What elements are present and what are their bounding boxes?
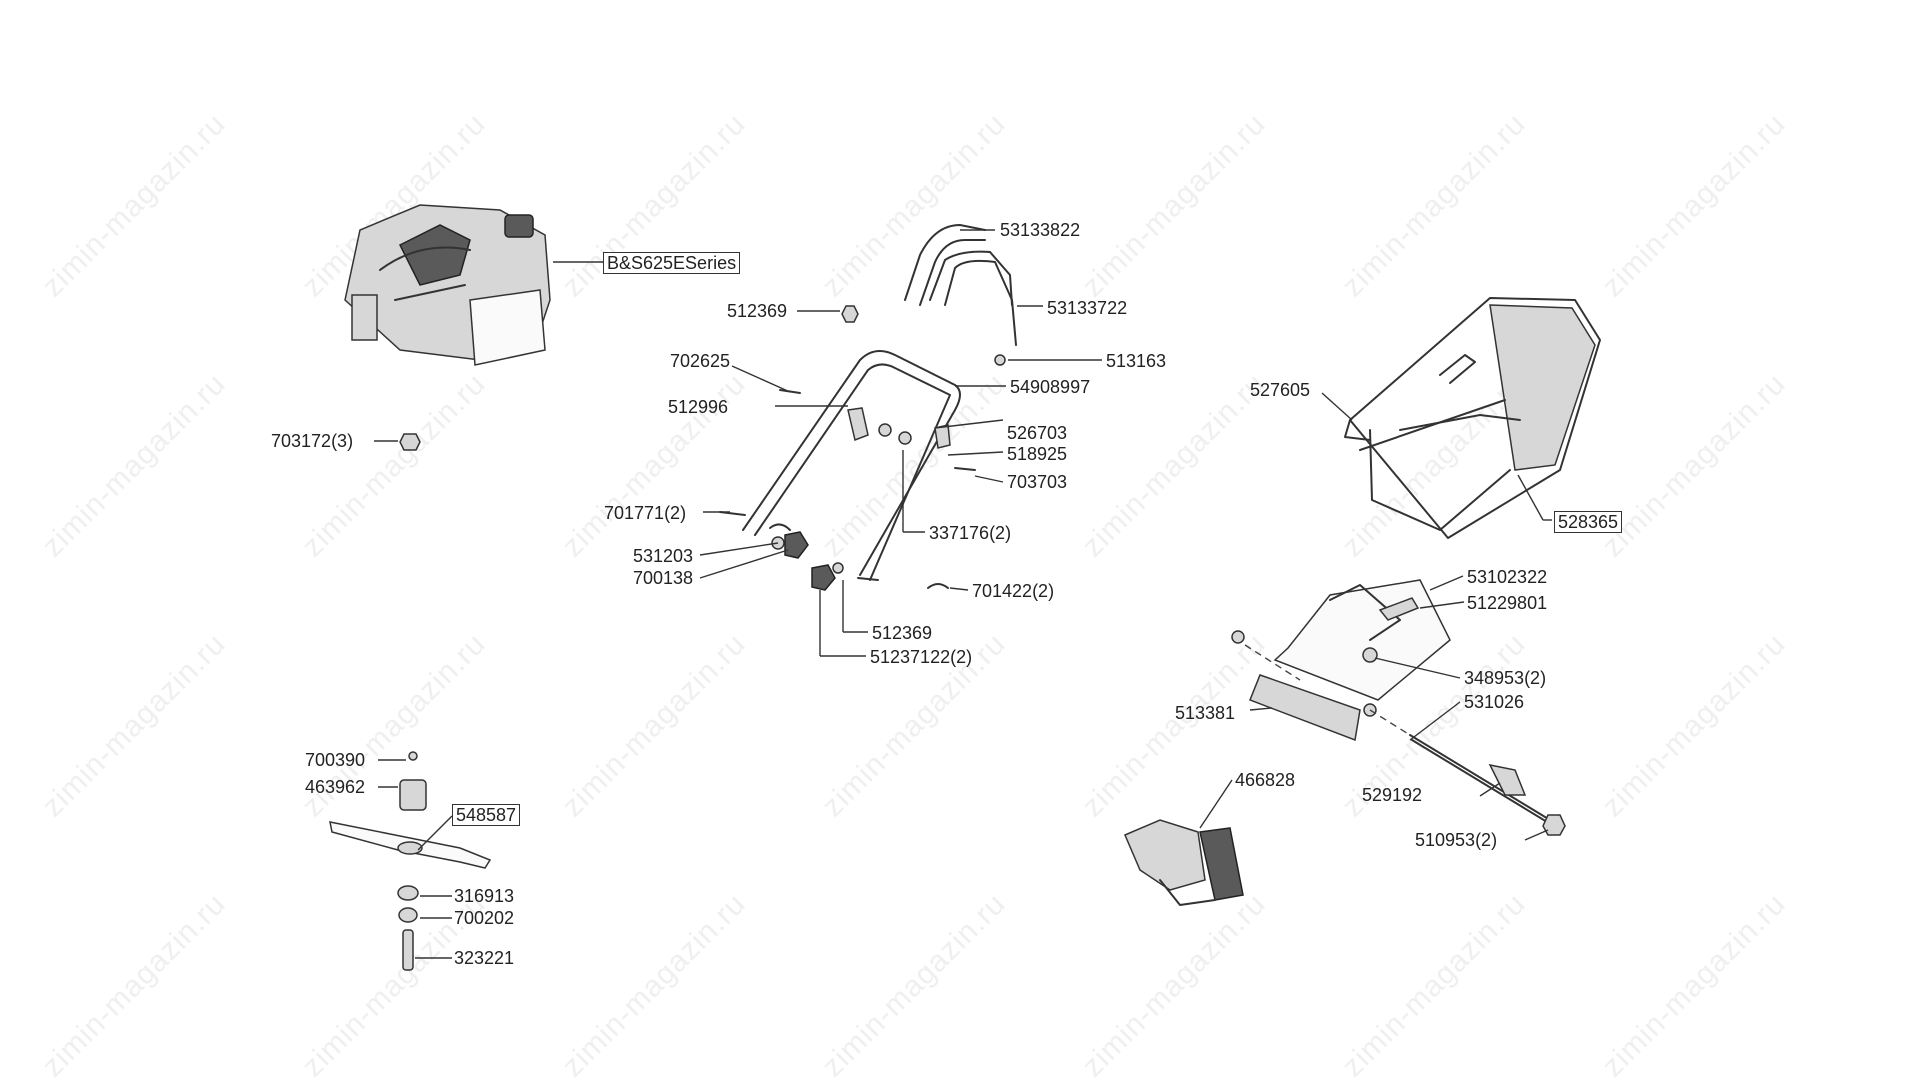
label-510953: 510953(2) (1415, 830, 1498, 850)
label-54908997: 54908997 (1010, 377, 1091, 397)
blade-assembly (329, 751, 492, 971)
label-548587: 548587 (452, 804, 521, 826)
rear-flap (1231, 579, 1566, 836)
label-512369-a: 512369 (727, 301, 788, 321)
handle-hardware (719, 389, 976, 591)
label-53102322: 53102322 (1467, 567, 1548, 587)
label-512369-b: 512369 (872, 623, 933, 643)
label-702625: 702625 (670, 351, 731, 371)
engine-illustration (344, 204, 551, 366)
label-531026: 531026 (1464, 692, 1525, 712)
label-700390: 700390 (305, 750, 366, 770)
label-512996: 512996 (668, 397, 729, 417)
label-701771: 701771(2) (604, 503, 687, 523)
label-348953: 348953(2) (1464, 668, 1547, 688)
grass-bag (1344, 297, 1601, 539)
label-700138: 700138 (633, 568, 694, 588)
part-512369-a (841, 305, 859, 323)
label-53133822: 53133822 (1000, 220, 1081, 240)
label-323221: 323221 (454, 948, 515, 968)
part-513163 (994, 354, 1006, 366)
label-529192: 529192 (1362, 785, 1423, 805)
nut-703172 (399, 433, 421, 451)
mulch-plug (1124, 819, 1244, 906)
upper-handle (904, 224, 1017, 346)
label-527605: 527605 (1250, 380, 1311, 400)
label-513163: 513163 (1106, 351, 1167, 371)
label-53133722: 53133722 (1047, 298, 1128, 318)
label-51237122: 51237122(2) (870, 647, 973, 667)
label-703703: 703703 (1007, 472, 1068, 492)
lower-handle (742, 350, 961, 581)
label-700202: 700202 (454, 908, 515, 928)
label-engine: B&S625ESeries (603, 252, 741, 274)
label-703172: 703172(3) (271, 431, 354, 451)
label-316913: 316913 (454, 886, 515, 906)
label-528365: 528365 (1554, 511, 1623, 533)
label-463962: 463962 (305, 777, 366, 797)
label-526703: 526703 (1007, 423, 1068, 443)
label-51229801: 51229801 (1467, 593, 1548, 613)
label-701422: 701422(2) (972, 581, 1055, 601)
label-531203: 531203 (633, 546, 694, 566)
label-466828: 466828 (1235, 770, 1296, 790)
label-337176: 337176(2) (929, 523, 1012, 543)
label-513381: 513381 (1175, 703, 1236, 723)
label-518925: 518925 (1007, 444, 1068, 464)
